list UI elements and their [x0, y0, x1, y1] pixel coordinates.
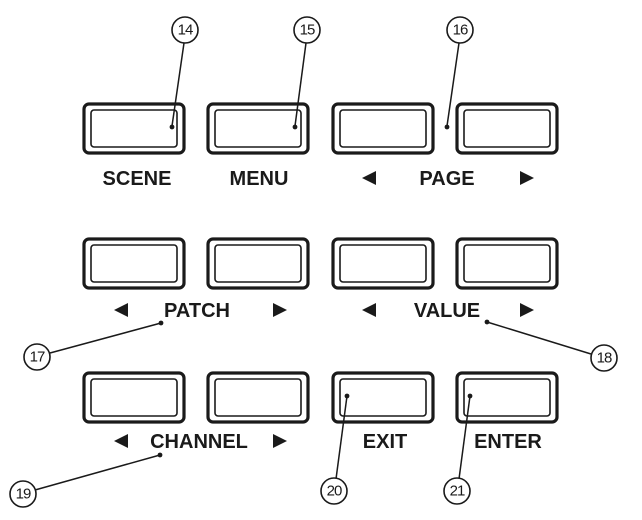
- callout-14: 14: [169, 16, 199, 130]
- callout-17: 17: [23, 320, 164, 371]
- enter-label: ENTER: [474, 431, 542, 453]
- patch-left-button[interactable]: [82, 237, 186, 290]
- value-left-button[interactable]: [331, 237, 435, 290]
- channel-right-button[interactable]: [206, 371, 310, 424]
- menu-label: MENU: [230, 168, 289, 190]
- callout-17-number: 17: [30, 349, 45, 366]
- value-label: VALUE: [414, 300, 480, 322]
- enter-button[interactable]: [455, 371, 559, 424]
- callout-19: 19: [9, 452, 163, 508]
- callout-16-number: 16: [453, 22, 468, 39]
- callout-18: 18: [484, 319, 618, 372]
- callout-20-number: 20: [327, 483, 342, 500]
- value-right-arrow-icon: [520, 303, 534, 317]
- callout-14-number: 14: [178, 22, 193, 39]
- exit-label: EXIT: [363, 431, 407, 453]
- page-right-button[interactable]: [455, 102, 559, 155]
- callout-15: 15: [292, 16, 321, 130]
- patch-label: PATCH: [164, 300, 230, 322]
- scene-label: SCENE: [103, 168, 172, 190]
- callout-18-number: 18: [597, 350, 612, 367]
- channel-left-button[interactable]: [82, 371, 186, 424]
- callout-19-number: 19: [16, 486, 31, 503]
- callout-15-number: 15: [300, 22, 315, 39]
- scene-button[interactable]: [82, 102, 186, 155]
- page-label: PAGE: [419, 168, 474, 190]
- patch-left-arrow-icon: [114, 303, 128, 317]
- exit-button[interactable]: [331, 371, 435, 424]
- callout-16: 16: [444, 16, 474, 130]
- channel-left-arrow-icon: [114, 434, 128, 448]
- page-left-arrow-icon: [362, 171, 376, 185]
- callout-21: 21: [443, 393, 473, 505]
- page-left-button[interactable]: [331, 102, 435, 155]
- menu-button[interactable]: [206, 102, 310, 155]
- value-left-arrow-icon: [362, 303, 376, 317]
- channel-label: CHANNEL: [150, 431, 248, 453]
- value-right-button[interactable]: [455, 237, 559, 290]
- patch-right-button[interactable]: [206, 237, 310, 290]
- patch-right-arrow-icon: [273, 303, 287, 317]
- page-right-arrow-icon: [520, 171, 534, 185]
- callout-21-number: 21: [450, 483, 465, 500]
- callout-20: 20: [320, 393, 350, 505]
- channel-right-arrow-icon: [273, 434, 287, 448]
